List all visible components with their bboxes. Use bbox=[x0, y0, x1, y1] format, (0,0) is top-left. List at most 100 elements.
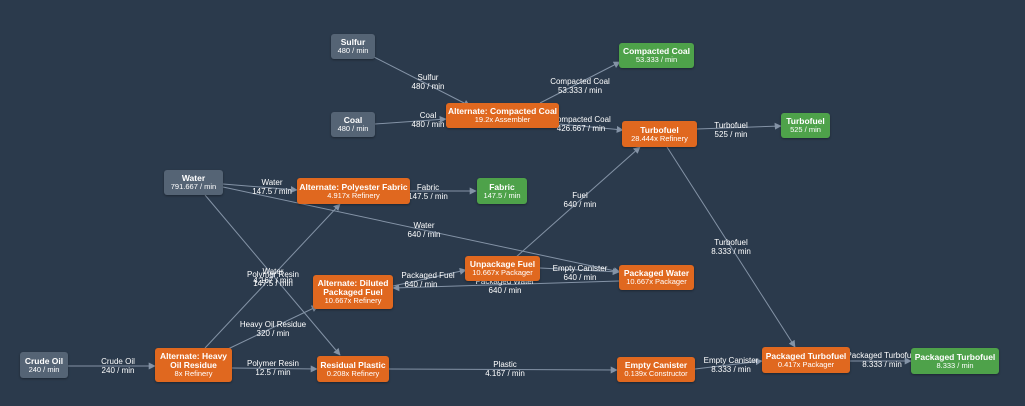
edge-label-item: Empty Canister bbox=[553, 264, 608, 273]
node-fabric-output[interactable]: Fabric 147.5 / min bbox=[477, 178, 527, 204]
edge-label-item: Turbofuel bbox=[714, 238, 748, 247]
edge-coal-compacted-coal bbox=[374, 115, 447, 125]
edge-label-item: Water bbox=[262, 267, 283, 276]
node-title: Alternate: Diluted Packaged Fuel bbox=[317, 278, 389, 298]
edge-heavy-polyester bbox=[204, 203, 341, 349]
edge-packaged-water-diluted bbox=[392, 280, 620, 292]
edge-label-item: Packaged Water bbox=[476, 277, 535, 286]
edge-label-rate: 480 / min bbox=[412, 120, 445, 129]
node-crude-oil[interactable]: Crude Oil 240 / min bbox=[20, 352, 68, 378]
edge-label-item: Coal bbox=[420, 111, 437, 120]
node-compacted-coal-output[interactable]: Compacted Coal 53.333 / min bbox=[619, 43, 694, 68]
edge-label-item: Heavy Oil Residue bbox=[240, 320, 307, 329]
node-rate: 8.333 / min bbox=[936, 360, 974, 370]
node-title: Crude Oil bbox=[24, 355, 64, 366]
node-title: Compacted Coal bbox=[622, 46, 691, 57]
node-water[interactable]: Water 791.667 / min bbox=[164, 170, 223, 195]
node-packaged-turbofuel[interactable]: Packaged Turbofuel 0.417x Packager bbox=[762, 347, 850, 373]
edge-label-rate: 8.333 / min bbox=[711, 247, 751, 256]
node-machine: 10.667x Refinery bbox=[324, 295, 382, 305]
edge-label-item: Compacted Coal bbox=[550, 77, 610, 86]
node-unpackage-fuel[interactable]: Unpackage Fuel 10.667x Packager bbox=[465, 256, 540, 281]
node-machine: 28.444x Refinery bbox=[631, 133, 688, 143]
edge-water-residual-plastic bbox=[204, 194, 341, 356]
edge-label-rate: 240 / min bbox=[102, 366, 135, 375]
node-machine: 0.208x Refinery bbox=[326, 368, 380, 378]
node-empty-canister[interactable]: Empty Canister 0.139x Constructor bbox=[617, 357, 695, 382]
node-machine: 10.667x Packager bbox=[626, 277, 687, 287]
edge-label-rate: 12.5 / min bbox=[255, 368, 290, 377]
edge-label-item: Crude Oil bbox=[101, 357, 135, 366]
node-machine: 10.667x Packager bbox=[472, 268, 533, 278]
edge-plastic-empty-canister bbox=[388, 366, 618, 374]
edge-label-item: Packaged Fuel bbox=[401, 271, 455, 280]
edge-heavy-residual-plastic bbox=[231, 365, 318, 373]
node-compacted-coal-recipe[interactable]: Alternate: Compacted Coal 19.2x Assemble… bbox=[446, 103, 559, 128]
node-diluted-packaged-fuel[interactable]: Alternate: Diluted Packaged Fuel 10.667x… bbox=[313, 275, 393, 309]
edge-label-rate: 8.333 / min bbox=[711, 365, 751, 374]
node-rate: 240 / min bbox=[28, 364, 60, 374]
edge-label-rate: 4.167 / min bbox=[485, 369, 525, 378]
node-title: Residual Plastic bbox=[320, 359, 386, 370]
edge-label-rate: 426.667 / min bbox=[557, 124, 605, 133]
edge-compacted-coal-output bbox=[539, 61, 621, 104]
node-title: Fabric bbox=[489, 181, 515, 192]
node-packaged-turbofuel-output[interactable]: Packaged Turbofuel 8.333 / min bbox=[911, 348, 999, 374]
node-polyester-fabric[interactable]: Alternate: Polyester Fabric 4.917x Refin… bbox=[297, 178, 410, 204]
node-rate: 53.333 / min bbox=[635, 55, 678, 65]
edge-label-rate: 147.5 / min bbox=[252, 187, 292, 196]
edge-label-rate: 640 / min bbox=[489, 286, 522, 295]
node-rate: 525 / min bbox=[790, 125, 821, 135]
edge-water-packaged-water bbox=[222, 186, 621, 275]
edge-label-item: Fabric bbox=[417, 183, 439, 192]
node-turbofuel[interactable]: Turbofuel 28.444x Refinery bbox=[622, 121, 697, 147]
node-machine: 4.917x Refinery bbox=[327, 190, 380, 200]
edge-label-item: Water bbox=[261, 178, 282, 187]
edge-label-item: Compacted Coal bbox=[551, 115, 611, 124]
edge-compacted-coal-turbofuel bbox=[558, 123, 624, 133]
edge-label-item: Packaged Turbofuel bbox=[846, 351, 917, 360]
node-heavy-oil-residue[interactable]: Alternate: Heavy Oil Residue 8x Refinery bbox=[155, 348, 232, 382]
edge-label-item: Polymer Resin bbox=[247, 270, 299, 279]
edge-heavy-diluted bbox=[227, 305, 319, 350]
edge-empty-canister-packaged-turbofuel bbox=[694, 358, 763, 370]
edge-label-rate: 525 / min bbox=[715, 130, 748, 139]
edge-label-item: Empty Canister bbox=[704, 356, 759, 365]
node-title: Alternate: Heavy Oil Residue bbox=[159, 351, 228, 371]
node-title: Packaged Turbofuel bbox=[914, 351, 996, 362]
edge-label-rate: 480 / min bbox=[412, 82, 445, 91]
edge-diluted-unpackage bbox=[392, 267, 467, 287]
node-rate: 480 / min bbox=[337, 46, 369, 56]
edge-label-rate: 640 / min bbox=[405, 280, 438, 289]
node-turbofuel-output[interactable]: Turbofuel 525 / min bbox=[781, 113, 830, 138]
edge-label-item: Fuel bbox=[572, 191, 588, 200]
node-title: Packaged Water bbox=[623, 268, 690, 279]
edge-label-rate: 8.333 / min bbox=[862, 360, 902, 369]
node-packaged-water[interactable]: Packaged Water 10.667x Packager bbox=[619, 265, 694, 290]
node-coal[interactable]: Coal 480 / min bbox=[331, 112, 375, 137]
node-rate: 147.5 / min bbox=[483, 190, 521, 200]
node-title: Empty Canister bbox=[624, 360, 688, 371]
edge-turbofuel-packaged-turbofuel bbox=[666, 146, 796, 348]
edge-label-rate: 640 / min bbox=[564, 273, 597, 282]
edge-label-rate: 147.5 / min bbox=[253, 279, 293, 288]
edge-unpackage-packaged-water bbox=[539, 267, 620, 276]
edge-label-item: Plastic bbox=[493, 360, 517, 369]
node-rate: 480 / min bbox=[337, 124, 369, 134]
node-title: Alternate: Polyester Fabric bbox=[299, 181, 408, 192]
node-title: Turbofuel bbox=[786, 116, 825, 127]
edge-water-polyester bbox=[222, 183, 298, 193]
edge-label-item: Water bbox=[413, 221, 434, 230]
edge-label-rate: 320 / min bbox=[257, 329, 290, 338]
node-title: Sulfur bbox=[340, 37, 366, 48]
node-machine: 0.417x Packager bbox=[777, 359, 835, 369]
edge-unpackage-turbofuel bbox=[514, 146, 641, 259]
edge-label-item: Polymer Resin bbox=[247, 359, 299, 368]
node-sulfur[interactable]: Sulfur 480 / min bbox=[331, 34, 375, 59]
edge-label-rate: 640 / min bbox=[408, 230, 441, 239]
node-rate: 791.667 / min bbox=[170, 182, 217, 192]
node-residual-plastic[interactable]: Residual Plastic 0.208x Refinery bbox=[317, 356, 389, 382]
node-machine: 8x Refinery bbox=[174, 368, 213, 378]
